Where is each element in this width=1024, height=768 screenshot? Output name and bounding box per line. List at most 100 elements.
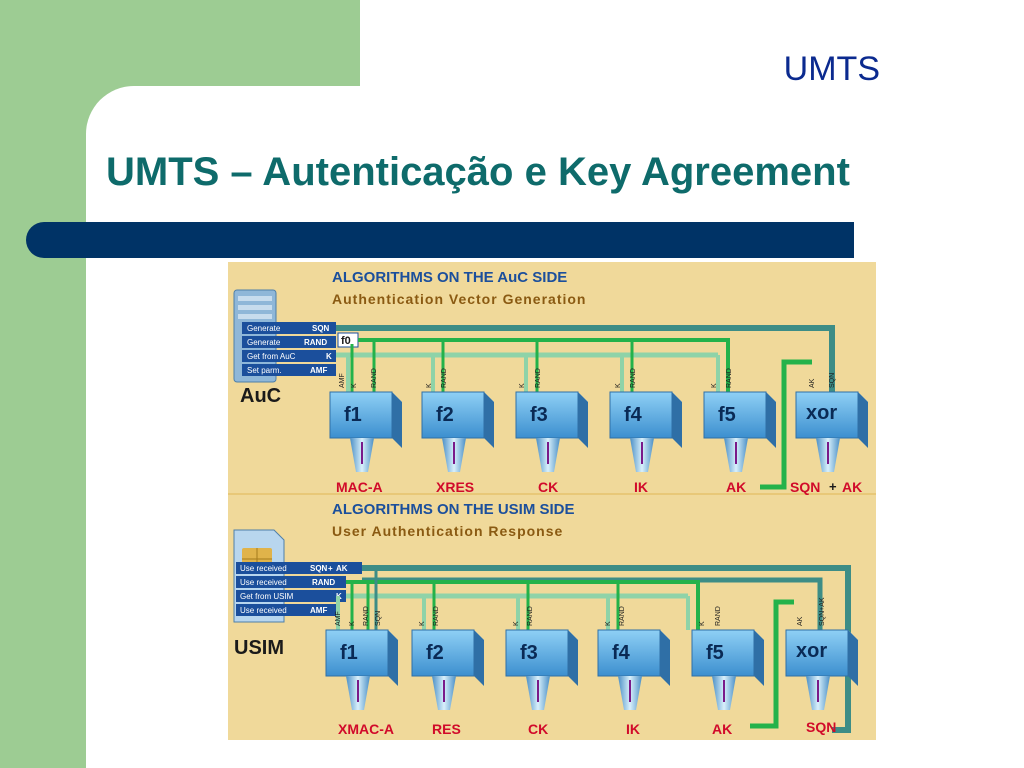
svg-text:RAND: RAND xyxy=(715,606,722,626)
svg-text:K: K xyxy=(513,621,520,626)
svg-text:RAND: RAND xyxy=(619,606,626,626)
svg-text:Generate: Generate xyxy=(247,324,281,333)
svg-text:Use received: Use received xyxy=(240,578,287,587)
svg-text:AK: AK xyxy=(797,616,804,626)
svg-text:K: K xyxy=(519,383,526,388)
output-res: RES xyxy=(432,721,461,737)
svg-text:RAND: RAND xyxy=(371,368,378,388)
svg-text:AK: AK xyxy=(336,564,348,573)
svg-text:K: K xyxy=(326,352,332,361)
slide-title: UMTS – Autenticação e Key Agreement xyxy=(106,150,850,194)
auc-outputs: MAC-A XRES CK IK AK SQN + AK xyxy=(336,479,862,495)
svg-text:Use received: Use received xyxy=(240,564,287,573)
svg-text:f2: f2 xyxy=(426,642,444,664)
title-divider-bar xyxy=(26,222,854,258)
output-ak-usim: AK xyxy=(712,721,732,737)
svg-text:f1: f1 xyxy=(340,642,358,664)
usim-function-f4: f4 xyxy=(597,629,670,710)
svg-text:SQN: SQN xyxy=(312,324,330,333)
usim-function-f3: f3 xyxy=(505,629,578,710)
auc-subheading: Authentication Vector Generation xyxy=(332,291,586,307)
auc-wire-labels: AMF K RAND K RAND K RAND K RAND K RAND A… xyxy=(339,368,836,388)
output-xor-symbol: + xyxy=(829,479,837,494)
auc-input-k: Get from AuC K xyxy=(242,350,336,362)
output-ik-usim: IK xyxy=(626,721,640,737)
usim-subheading: User Authentication Response xyxy=(332,523,563,539)
svg-text:xor: xor xyxy=(806,402,837,424)
svg-text:K: K xyxy=(605,621,612,626)
output-ak: AK xyxy=(726,479,746,495)
auc-label: AuC xyxy=(240,385,281,407)
output-ak-xor: AK xyxy=(842,479,862,495)
svg-text:Set parm.: Set parm. xyxy=(247,366,282,375)
usim-outputs: XMAC-A RES CK IK AK SQN xyxy=(338,719,836,737)
usim-input-amf: Use received AMF xyxy=(236,604,336,616)
auc-function-f3: f3 xyxy=(515,391,588,472)
auc-heading: ALGORITHMS ON THE AuC SIDE xyxy=(332,269,567,286)
output-ck: CK xyxy=(538,479,558,495)
svg-text:AMF: AMF xyxy=(310,366,327,375)
output-ck-usim: CK xyxy=(528,721,548,737)
output-ik: IK xyxy=(634,479,648,495)
f0-label: f0 xyxy=(341,335,351,347)
auc-function-f4: f4 xyxy=(609,391,682,472)
svg-text:K: K xyxy=(349,621,356,626)
svg-text:f3: f3 xyxy=(520,642,538,664)
svg-text:SQN: SQN xyxy=(310,564,328,573)
svg-text:Get from AuC: Get from AuC xyxy=(247,352,296,361)
auc-input-amf: Set parm. AMF xyxy=(242,364,336,376)
output-sqn-usim: SQN xyxy=(806,719,836,735)
usim-input-sqn-ak: Use received SQN + AK xyxy=(236,562,362,574)
svg-text:xor: xor xyxy=(796,640,827,662)
output-xres: XRES xyxy=(436,479,474,495)
output-xmac-a: XMAC-A xyxy=(338,721,394,737)
svg-text:AMF: AMF xyxy=(335,611,342,626)
svg-text:K: K xyxy=(615,383,622,388)
svg-text:f1: f1 xyxy=(344,404,362,426)
auc-wires xyxy=(336,325,835,490)
svg-text:RAND: RAND xyxy=(363,606,370,626)
svg-text:f5: f5 xyxy=(706,642,724,664)
usim-function-f2: f2 xyxy=(411,629,484,710)
usim-function-f1: f1 xyxy=(325,629,398,710)
umts-aka-diagram: ALGORITHMS ON THE AuC SIDE Authenticatio… xyxy=(228,262,876,740)
svg-text:+: + xyxy=(328,564,333,573)
auc-function-f2: f2 xyxy=(421,391,494,472)
svg-text:f5: f5 xyxy=(718,404,736,426)
usim-wire-labels: AMF K RAND SQN K RAND K RAND K RAND K RA… xyxy=(335,597,826,626)
svg-text:Use received: Use received xyxy=(240,606,287,615)
svg-text:f4: f4 xyxy=(624,404,643,426)
usim-input-k: Get from USIM K xyxy=(236,590,346,602)
svg-text:SQN: SQN xyxy=(829,373,836,388)
svg-text:RAND: RAND xyxy=(433,606,440,626)
svg-text:SQN+AK: SQN+AK xyxy=(819,597,826,626)
svg-text:K: K xyxy=(351,383,358,388)
svg-text:K: K xyxy=(419,621,426,626)
usim-function-xor: xor xyxy=(785,629,858,710)
header-label: UMTS xyxy=(783,50,880,88)
auc-function-f5: f5 xyxy=(703,391,776,472)
svg-text:K: K xyxy=(711,383,718,388)
svg-text:K: K xyxy=(426,383,433,388)
usim-label: USIM xyxy=(234,637,284,659)
svg-text:RAND: RAND xyxy=(726,368,733,388)
output-mac-a: MAC-A xyxy=(336,479,383,495)
usim-heading: ALGORITHMS ON THE USIM SIDE xyxy=(332,501,575,518)
svg-text:SQN: SQN xyxy=(375,611,382,626)
svg-text:Get from USIM: Get from USIM xyxy=(240,592,294,601)
svg-text:AMF: AMF xyxy=(310,606,327,615)
svg-text:RAND: RAND xyxy=(441,368,448,388)
svg-text:RAND: RAND xyxy=(630,368,637,388)
svg-text:f3: f3 xyxy=(530,404,548,426)
svg-text:K: K xyxy=(699,621,706,626)
svg-text:f2: f2 xyxy=(436,404,454,426)
svg-text:AMF: AMF xyxy=(339,373,346,388)
svg-text:RAND: RAND xyxy=(304,338,327,347)
svg-text:RAND: RAND xyxy=(312,578,335,587)
auc-input-sqn: Generate SQN xyxy=(242,322,336,334)
svg-text:f4: f4 xyxy=(612,642,631,664)
svg-text:RAND: RAND xyxy=(535,368,542,388)
svg-text:Generate: Generate xyxy=(247,338,281,347)
usim-function-f5: f5 xyxy=(691,629,764,710)
auc-function-f1: f1 xyxy=(329,391,402,472)
